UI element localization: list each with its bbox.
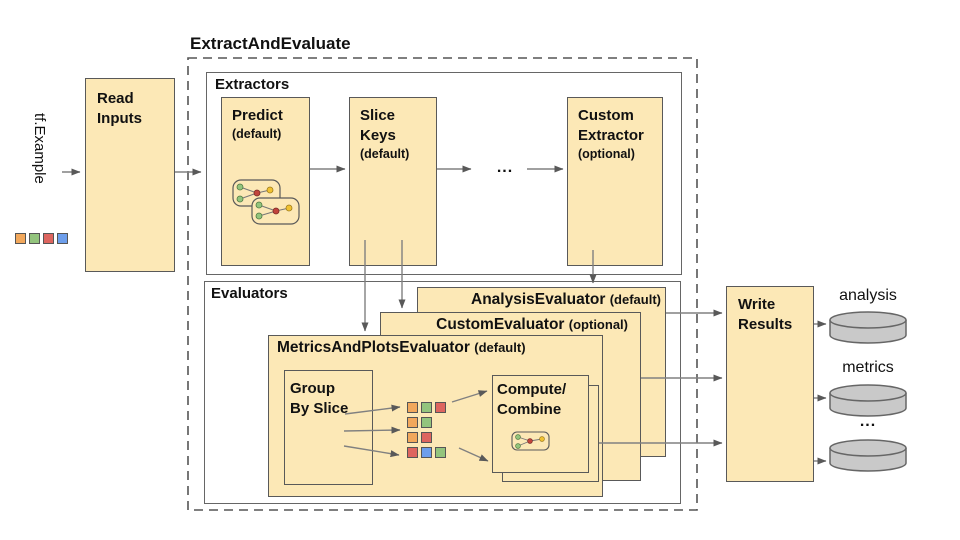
slice-keys-qualifier: (default) <box>360 147 410 161</box>
red-square <box>43 233 54 244</box>
extractors-label: Extractors <box>215 76 290 93</box>
metrics-evaluator-qualifier: (default) <box>474 340 526 355</box>
custom-evaluator-qualifier: (optional) <box>568 317 628 332</box>
write-results-label: Write Results <box>738 296 793 333</box>
analysis-evaluator-name: AnalysisEvaluator <box>471 291 606 308</box>
custom-evaluator-title: CustomEvaluator (optional) <box>436 316 628 334</box>
analysis-store-cylinder-icon <box>829 311 907 344</box>
green-square <box>421 417 432 428</box>
custom-evaluator-name: CustomEvaluator <box>436 316 565 333</box>
square-row <box>15 233 68 244</box>
orange-square <box>407 417 418 428</box>
read-inputs-label: Read Inputs <box>97 90 142 127</box>
group-by-slice-box: Group By Slice <box>284 370 373 485</box>
metrics-evaluator-title: MetricsAndPlotsEvaluator (default) <box>277 339 526 357</box>
green-square <box>29 233 40 244</box>
red-square <box>435 402 446 413</box>
custom-extractor-qualifier: (optional) <box>578 147 635 161</box>
read-inputs-box: Read Inputs <box>85 78 175 272</box>
custom-extractor-label: Custom Extractor <box>578 107 644 144</box>
blue-square <box>421 447 432 458</box>
orange-square <box>407 402 418 413</box>
compute-combine-box: Compute/ Combine <box>492 375 589 473</box>
extractors-ellipsis: ... <box>496 159 514 176</box>
predict-qualifier: (default) <box>232 126 282 141</box>
input-label: tf.Example <box>31 113 48 184</box>
slice-keys-label: Slice Keys <box>360 107 396 144</box>
input-squares <box>15 233 68 248</box>
write-results-box: Write Results <box>726 286 814 482</box>
square-row <box>407 402 446 413</box>
blue-square <box>57 233 68 244</box>
metrics-store-cylinder-icon <box>829 384 907 417</box>
other-store-cylinder-icon <box>829 439 907 472</box>
square-row <box>407 447 446 458</box>
green-square <box>435 447 446 458</box>
predict-label: Predict <box>232 107 283 124</box>
compute-combine-label: Compute/ Combine <box>497 381 567 418</box>
orange-square <box>407 432 418 443</box>
group-by-slice-label: Group By Slice <box>290 380 349 417</box>
orange-square <box>15 233 26 244</box>
custom-extractor-box: Custom Extractor (optional) <box>567 97 663 266</box>
output-analysis-label: analysis <box>839 287 897 304</box>
red-square <box>407 447 418 458</box>
analysis-evaluator-title: AnalysisEvaluator (default) <box>471 291 661 309</box>
square-row <box>407 432 446 443</box>
output-ellipsis: ... <box>859 413 877 430</box>
green-square <box>421 402 432 413</box>
output-metrics-label: metrics <box>842 359 894 376</box>
metrics-evaluator-name: MetricsAndPlotsEvaluator <box>277 339 470 356</box>
predict-extractor-box: Predict (default) <box>221 97 310 266</box>
sliced-examples-grid <box>407 402 446 462</box>
slice-keys-extractor-box: Slice Keys (default) <box>349 97 437 266</box>
red-square <box>421 432 432 443</box>
square-row <box>407 417 446 428</box>
diagram-title: ExtractAndEvaluate <box>190 34 351 53</box>
analysis-evaluator-qualifier: (default) <box>609 292 661 307</box>
